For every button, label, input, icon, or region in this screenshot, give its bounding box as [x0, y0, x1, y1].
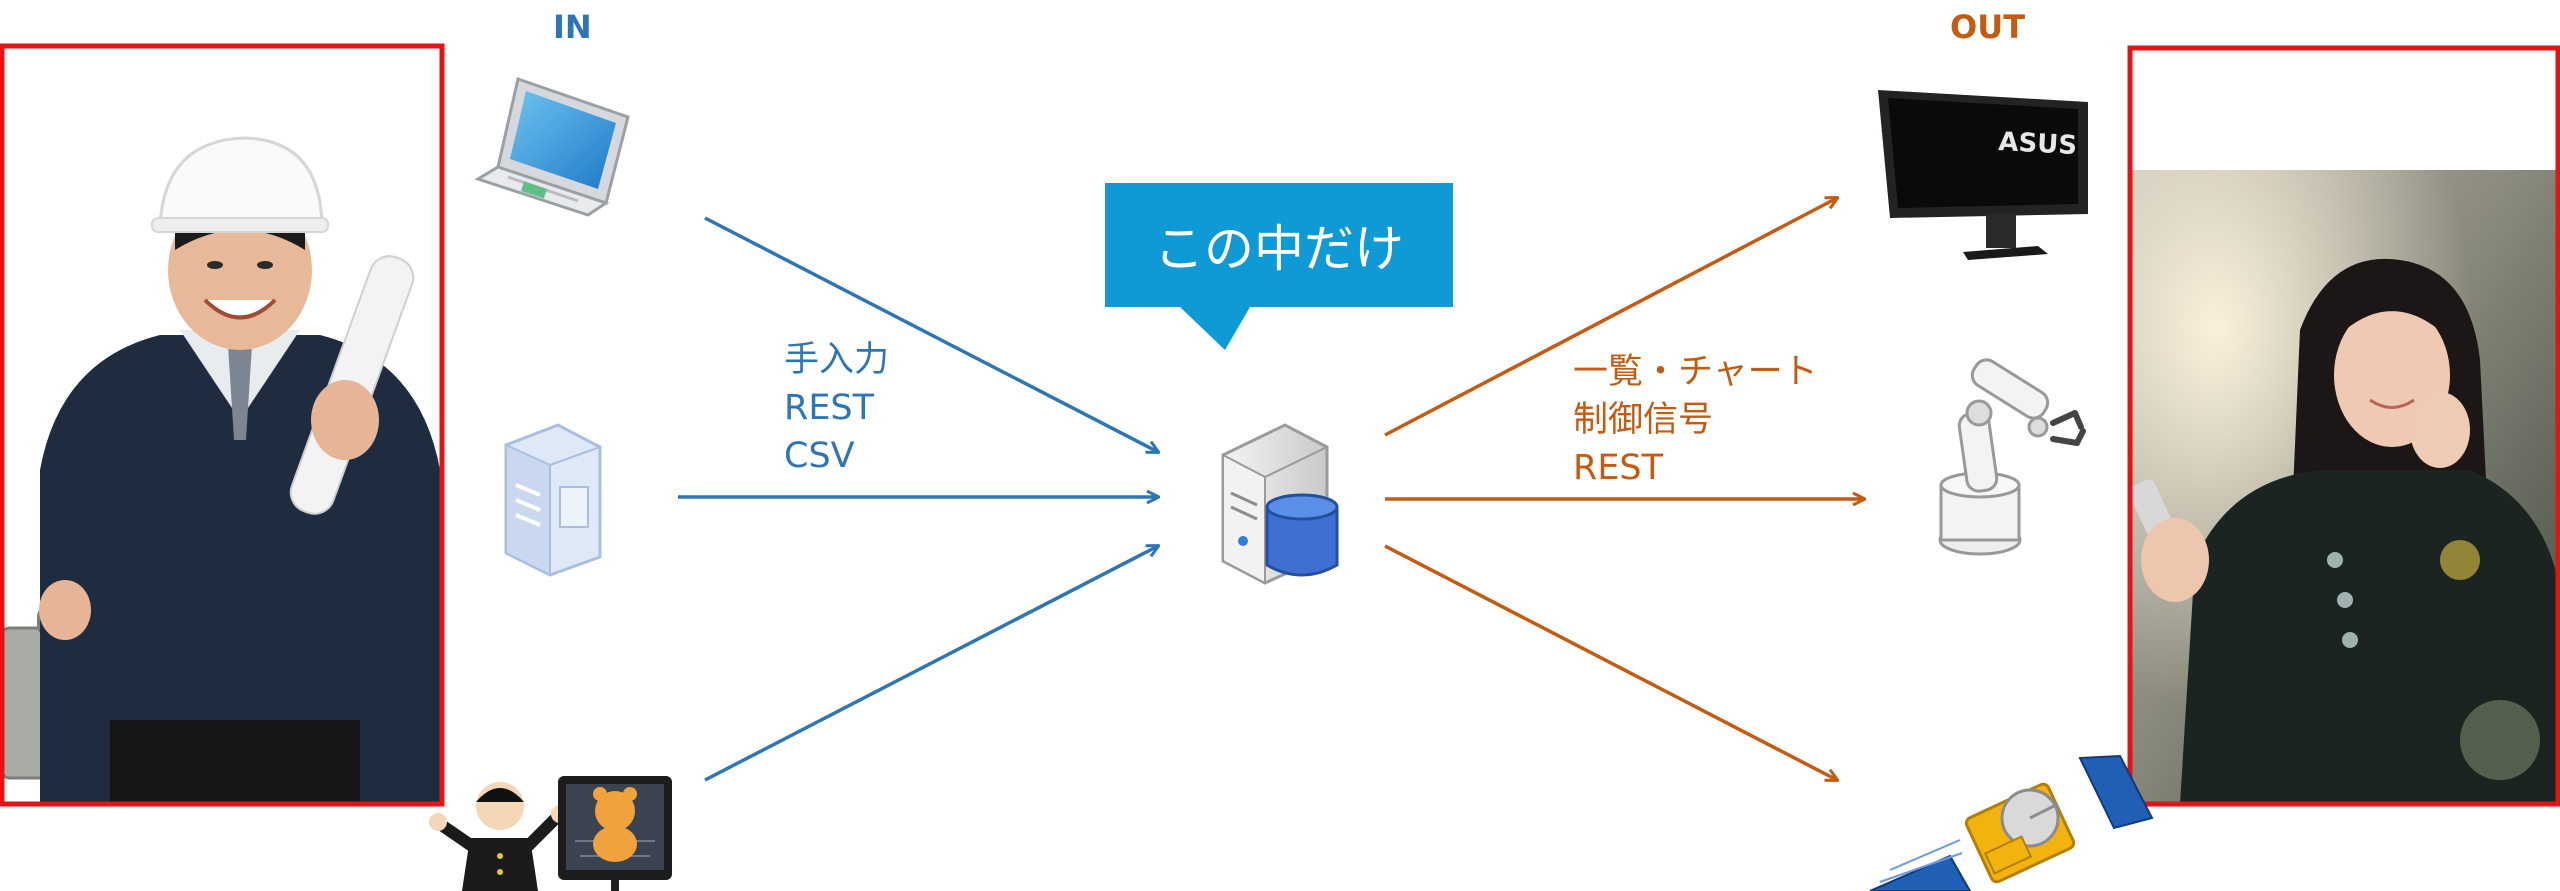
output-arrow-top	[1384, 198, 1837, 437]
server-database-icon	[1221, 423, 1339, 585]
input-arrow-bottom	[704, 546, 1158, 782]
monitor-icon: ASUS	[1878, 90, 2088, 260]
input-arrow-top	[704, 216, 1158, 452]
output-methods-label: 一覧・チャート 制御信号 REST	[1573, 348, 1818, 492]
robot-arm-icon	[1938, 358, 2086, 556]
kids-and-screen-icon	[429, 776, 672, 891]
output-arrow-bottom	[1384, 544, 1837, 780]
callout-bubble	[1105, 183, 1453, 350]
woman-frame	[2127, 45, 2560, 807]
callout-text: この中だけ	[1154, 220, 1404, 278]
input-method-3: CSV	[784, 436, 855, 476]
input-method-1: 手入力	[784, 340, 890, 380]
laptop-icon	[474, 77, 630, 217]
worker-frame	[0, 43, 445, 807]
output-method-1: 一覧・チャート	[1573, 352, 1818, 392]
monitor-brand: ASUS	[1998, 127, 2078, 161]
server-tower-icon	[504, 423, 602, 577]
satellite-icon	[1869, 754, 2154, 891]
output-method-2: 制御信号	[1573, 400, 1714, 440]
in-heading: IN	[553, 8, 592, 46]
worker-photo	[0, 46, 442, 804]
woman-with-phone-photo	[2128, 170, 2558, 804]
output-method-3: REST	[1573, 448, 1664, 488]
input-methods-label: 手入力 REST CSV	[784, 336, 889, 480]
out-heading: OUT	[1950, 8, 2026, 46]
input-method-2: REST	[784, 388, 875, 428]
